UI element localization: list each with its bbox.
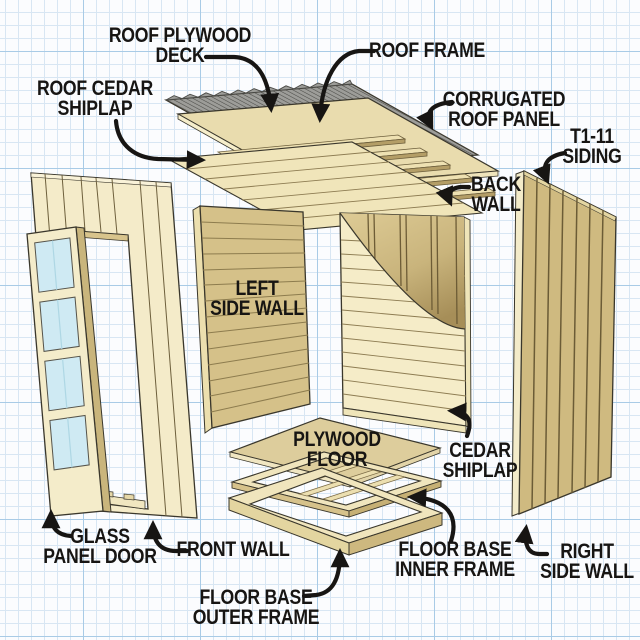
label-roof-cedar-shiplap: ROOF CEDAR SHIPLAP [36,77,154,120]
label-back-wall: BACK WALL [471,173,521,216]
label-roof-frame: ROOF FRAME [368,39,486,62]
floor-base-outer-frame-shape [227,467,444,556]
label-plywood-floor: PLYWOOD FLOOR [293,428,381,471]
arrow-corrugated-roof-panel [416,99,455,131]
label-floor-base-inner-frame: FLOOR BASE INNER FRAME [395,538,515,581]
back-wall-shape [339,212,472,434]
label-corrugated-roof-panel: CORRUGATED ROOF PANEL [442,88,566,131]
label-cedar-shiplap: CEDAR SHIPLAP [442,439,518,482]
label-front-wall: FRONT WALL [176,538,290,561]
label-left-side-wall: LEFT SIDE WALL [210,277,304,320]
arrow-back-wall [435,184,472,207]
label-t1-11-siding: T1-11 SIDING [562,125,622,168]
arrow-cedar-shiplap [446,402,472,439]
roof-cedar-shiplap-shape [166,141,484,231]
arrow-floor-base-inner-frame [406,488,456,544]
arrow-t1-11-siding [532,150,568,185]
arrow-roof-plywood-deck [203,54,280,114]
glass-panel-door-shape [26,226,112,517]
arrow-glass-panel-door [41,508,74,539]
label-right-side-wall: RIGHT SIDE WALL [540,540,634,583]
arrow-roof-cedar-shiplap [113,118,207,170]
left-side-wall-shape [192,205,311,434]
arrow-right-side-wall [514,524,550,557]
label-roof-plywood-deck: ROOF PLYWOOD DECK [108,24,252,67]
label-glass-panel-door: GLASS PANEL DOOR [43,525,157,568]
arrow-front-wall [143,519,190,554]
arrow-floor-base-outer-frame [301,547,350,599]
label-floor-base-outer-frame: FLOOR BASE OUTER FRAME [192,586,320,629]
arrow-roof-frame [311,48,377,124]
right-side-wall-shape [511,169,617,517]
